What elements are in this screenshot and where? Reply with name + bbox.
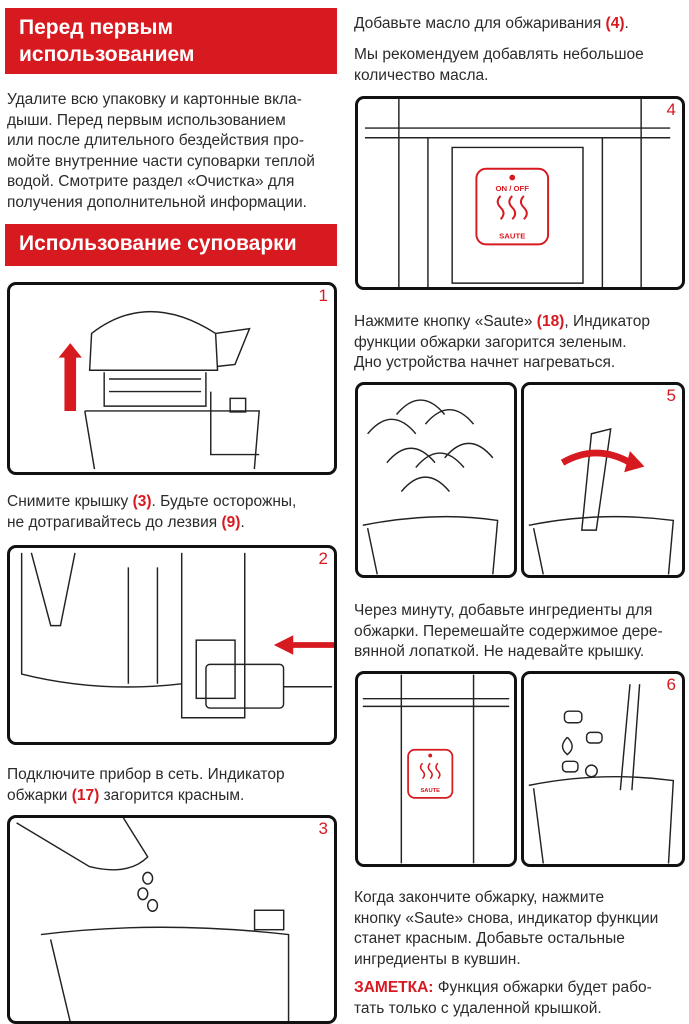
step-finish-saute-text: Когда закончите обжарку, нажмите кнопку … (354, 888, 689, 970)
figure-number: 6 (666, 675, 676, 694)
part-ref: (4) (605, 15, 625, 32)
text-line: обжарки (7, 786, 72, 804)
figure-panel-2: 2 (7, 545, 337, 745)
plug-in-illustration (20, 552, 334, 719)
step-add-oil-text: Добавьте масло для обжаривания (4). (354, 14, 684, 35)
text-line: или после длительного бездействия про- (7, 132, 305, 149)
text-line: . Будьте осторожны, (151, 493, 297, 510)
first-use-paragraph: Удалите всю упаковку и картонные вкла- д… (7, 90, 347, 213)
text-line: Когда закончите обжарку, нажмите (354, 889, 605, 906)
step-press-saute-text: Нажмите кнопку «Saute» (18), Индикатор ф… (354, 312, 684, 374)
saute-heat-icon (496, 195, 528, 220)
text-line: . (624, 15, 629, 32)
text-line: загорится красным. (99, 786, 245, 804)
part-ref: (9) (221, 513, 241, 531)
lid-removal-illustration (58, 310, 260, 470)
text-line: Мы рекомендуем добавлять небольшое (354, 46, 644, 63)
text-line: станет красным. Добавьте остальные (354, 930, 625, 947)
text-line: Подключите прибор в сеть. Индикатор (7, 766, 285, 783)
text-line: водой. Смотрите раздел «Очистка» для (7, 173, 295, 190)
text-line: не дотрагивайтесь до лезвия (7, 513, 222, 531)
saute-button-small-illustration: SAUTE (362, 674, 510, 864)
figure-number: 3 (318, 819, 328, 838)
note-label: ЗАМЕТКА: (354, 979, 434, 996)
saute-small-label: SAUTE (420, 788, 440, 794)
text-line: мойте внутренние части суповарки теплой (7, 152, 315, 170)
figure-panel-3: 3 (7, 815, 337, 1024)
text-line: Функция обжарки будет рабо- (433, 979, 652, 996)
text-line: функции обжарки загорится зеленым. (354, 333, 627, 351)
ingredients-illustration (362, 399, 499, 575)
text-line: получения дополнительной информации. (7, 193, 307, 211)
heading-first-use-text: Перед первым использованием (19, 16, 195, 66)
on-off-label: ON / OFF (495, 184, 529, 193)
heading-usage-text: Использование суповарки (19, 232, 297, 255)
oil-recommendation-text: Мы рекомендуем добавлять небольшое колич… (354, 45, 684, 86)
figure-number: 5 (666, 386, 676, 405)
add-oil-illustration (16, 818, 290, 1021)
figure-panel-5-stirring: 5 (521, 382, 685, 578)
text-line: ингредиенты в кувшин. (354, 950, 521, 968)
step-add-ingredients-text: Через минуту, добавьте ингредиенты для о… (354, 601, 689, 663)
text-line: количество масла. (354, 66, 489, 84)
stirring-illustration (528, 427, 675, 575)
text-line: Добавьте масло для обжаривания (354, 15, 606, 32)
text-line: Снимите крышку (7, 493, 133, 510)
figure-number: 1 (318, 286, 328, 305)
text-line: дыши. Перед первым использованием (7, 111, 286, 129)
step-plug-in-text: Подключите прибор в сеть. Индикатор обжа… (7, 765, 347, 806)
heading-first-use: Перед первым использованием (5, 8, 337, 74)
figure-number: 4 (666, 100, 676, 119)
heading-usage: Использование суповарки (5, 224, 337, 266)
saute-button-closeup: ON / OFF SAUTE (364, 99, 671, 287)
text-line: кнопку «Saute» снова, индикатор функции (354, 909, 659, 927)
add-ingredients-pot-illustration (528, 684, 675, 864)
figure-number: 2 (318, 549, 328, 568)
saute-label: SAUTE (499, 232, 525, 241)
figure-panel-6-pot: 6 (521, 671, 685, 867)
part-ref: (17) (71, 786, 100, 804)
text-line: тать только с удаленной крышкой. (354, 999, 602, 1017)
text-line: Через минуту, добавьте ингредиенты для (354, 602, 653, 619)
part-ref: (3) (132, 493, 152, 510)
note-paragraph: ЗАМЕТКА: Функция обжарки будет рабо- тат… (354, 978, 689, 1019)
step-remove-lid-text: Снимите крышку (3). Будьте осторожны, не… (7, 492, 347, 533)
part-ref: (18) (536, 313, 565, 330)
text-line: Дно устройства начнет нагреваться. (354, 354, 616, 371)
figure-panel-1: 1 (7, 282, 337, 475)
text-line: обжарки. Перемешайте содержимое дере- (354, 622, 663, 640)
text-line: вянной лопаткой. Не надевайте крышку. (354, 643, 645, 660)
text-line: Нажмите кнопку «Saute» (354, 313, 537, 330)
text-line: . (240, 513, 245, 531)
text-line: Удалите всю упаковку и картонные вкла- (7, 91, 302, 108)
figure-panel-6-button: SAUTE (355, 671, 517, 867)
text-line: , Индикатор (564, 313, 650, 330)
figure-panel-4: 4 ON / OFF SAUTE (355, 96, 685, 290)
figure-panel-5-ingredients (355, 382, 517, 578)
